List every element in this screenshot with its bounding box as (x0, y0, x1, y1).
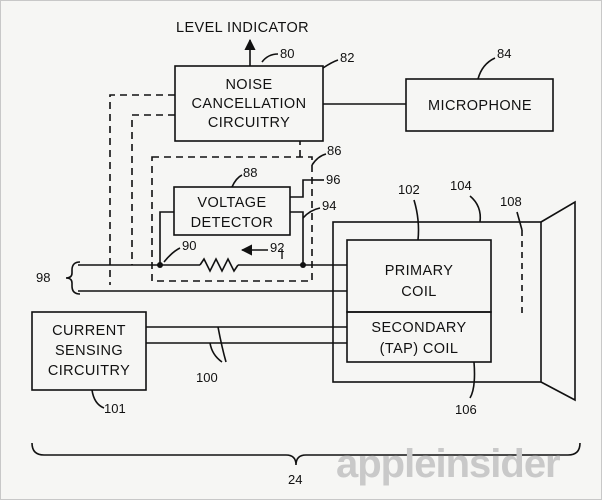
current-sensing-box (31, 311, 147, 391)
ref-108: 108 (500, 194, 522, 209)
secondary-coil-box (346, 311, 492, 363)
ref-88: 88 (243, 165, 257, 180)
junction-90 (157, 262, 163, 268)
detector-tap-left (159, 211, 174, 265)
secondary-label-2: (TAP) COIL (380, 341, 459, 357)
leader-82 (322, 59, 339, 69)
ref-84: 84 (497, 46, 511, 61)
leader-100b (217, 326, 227, 363)
ref-104: 104 (450, 178, 472, 193)
primary-label-2: COIL (401, 284, 436, 300)
voltage-label-1: VOLTAGE (197, 195, 266, 211)
ref-106: 106 (455, 402, 477, 417)
ref-98: 98 (36, 270, 50, 285)
noise-label-2: CANCELLATION (192, 96, 307, 112)
leader-90 (163, 247, 181, 263)
ref-96: 96 (326, 172, 340, 187)
leader-86 (311, 153, 327, 166)
ref-102: 102 (398, 182, 420, 197)
ref-82: 82 (340, 50, 354, 65)
dashed-wire-inner (131, 114, 175, 265)
brace-24 (31, 442, 581, 466)
speaker-cone (540, 200, 576, 402)
leader-104 (469, 195, 482, 223)
dashed-box-86 (151, 156, 313, 282)
leader-101 (91, 389, 105, 409)
level-indicator-label: LEVEL INDICATOR (176, 20, 309, 36)
leader-100a (209, 342, 223, 363)
ref-92: 92 (270, 240, 284, 255)
noise-label-3: CIRCUITRY (208, 115, 290, 131)
leader-88 (231, 174, 243, 188)
current-symbol: I (280, 247, 284, 263)
leader-94 (302, 207, 321, 219)
leader-80 (261, 53, 279, 63)
microphone-box (405, 78, 554, 132)
junction-94 (300, 262, 306, 268)
appleinsider-watermark: appleinsider (336, 442, 560, 486)
secondary-label-1: SECONDARY (371, 320, 466, 336)
microphone-label: MICROPHONE (428, 98, 532, 114)
ref-90: 90 (182, 238, 196, 253)
current-label-2: SENSING (55, 343, 123, 359)
leader-106 (469, 361, 476, 399)
leader-102 (413, 199, 420, 241)
speaker-enclosure (332, 221, 542, 383)
tap-lead-96 (290, 179, 312, 198)
brace-98 (65, 261, 81, 295)
noise-label-1: NOISE (225, 77, 272, 93)
current-label-1: CURRENT (52, 323, 126, 339)
ref-100: 100 (196, 370, 218, 385)
ref-101: 101 (104, 401, 126, 416)
leader-84 (477, 57, 496, 80)
resistor (199, 257, 239, 273)
ref-94: 94 (322, 198, 336, 213)
ref-86: 86 (327, 143, 341, 158)
voltage-label-2: DETECTOR (191, 215, 274, 231)
current-label-3: CIRCUITRY (48, 363, 130, 379)
dashed-wire-outer (109, 94, 175, 285)
primary-label-1: PRIMARY (385, 263, 454, 279)
ref-80: 80 (280, 46, 294, 61)
leader-108 (516, 211, 523, 231)
ref-24: 24 (288, 472, 302, 487)
detector-tap-right (290, 211, 304, 265)
